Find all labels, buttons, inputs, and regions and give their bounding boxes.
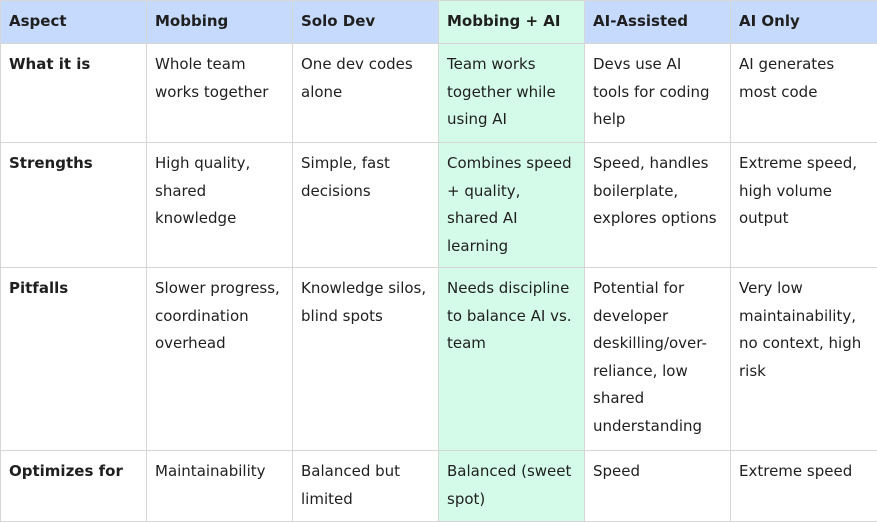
table-row: What it is Whole team works together One…	[1, 44, 877, 143]
table-row: Optimizes for Maintainability Balanced b…	[1, 451, 877, 522]
cell-ai-only: Very low maintainability, no context, hi…	[731, 268, 877, 451]
cell-mobbing: Maintainability	[147, 451, 293, 522]
cell-mobbing: Slower progress, coordination overhead	[147, 268, 293, 451]
cell-ai-assisted: Speed	[585, 451, 731, 522]
cell-solo-dev: Simple, fast decisions	[293, 143, 439, 268]
header-row: Aspect Mobbing Solo Dev Mobbing + AI AI-…	[1, 1, 877, 44]
header-ai-only: AI Only	[731, 1, 877, 44]
cell-mobbing-ai: Team works together while using AI	[439, 44, 585, 143]
cell-solo-dev: Balanced but limited	[293, 451, 439, 522]
row-label-optimizes-for: Optimizes for	[1, 451, 147, 522]
cell-mobbing: Whole team works together	[147, 44, 293, 143]
table-row: Pitfalls Slower progress, coordination o…	[1, 268, 877, 451]
cell-ai-assisted: Speed, handles boilerplate, explores opt…	[585, 143, 731, 268]
cell-mobbing-ai: Combines speed + quality, shared AI lear…	[439, 143, 585, 268]
cell-solo-dev: Knowledge silos, blind spots	[293, 268, 439, 451]
row-label-pitfalls: Pitfalls	[1, 268, 147, 451]
table-body: What it is Whole team works together One…	[1, 44, 877, 522]
cell-ai-only: Extreme speed, high volume output	[731, 143, 877, 268]
cell-ai-assisted: Devs use AI tools for coding help	[585, 44, 731, 143]
row-label-what-it-is: What it is	[1, 44, 147, 143]
cell-ai-only: AI generates most code	[731, 44, 877, 143]
cell-ai-only: Extreme speed	[731, 451, 877, 522]
table-row: Strengths High quality, shared knowledge…	[1, 143, 877, 268]
header-solo-dev: Solo Dev	[293, 1, 439, 44]
header-aspect: Aspect	[1, 1, 147, 44]
cell-solo-dev: One dev codes alone	[293, 44, 439, 143]
cell-ai-assisted: Potential for developer deskilling/over-…	[585, 268, 731, 451]
table-header: Aspect Mobbing Solo Dev Mobbing + AI AI-…	[1, 1, 877, 44]
cell-mobbing-ai: Needs discipline to balance AI vs. team	[439, 268, 585, 451]
cell-mobbing: High quality, shared knowledge	[147, 143, 293, 268]
cell-mobbing-ai: Balanced (sweet spot)	[439, 451, 585, 522]
header-mobbing-ai: Mobbing + AI	[439, 1, 585, 44]
row-label-strengths: Strengths	[1, 143, 147, 268]
header-mobbing: Mobbing	[147, 1, 293, 44]
header-ai-assisted: AI-Assisted	[585, 1, 731, 44]
